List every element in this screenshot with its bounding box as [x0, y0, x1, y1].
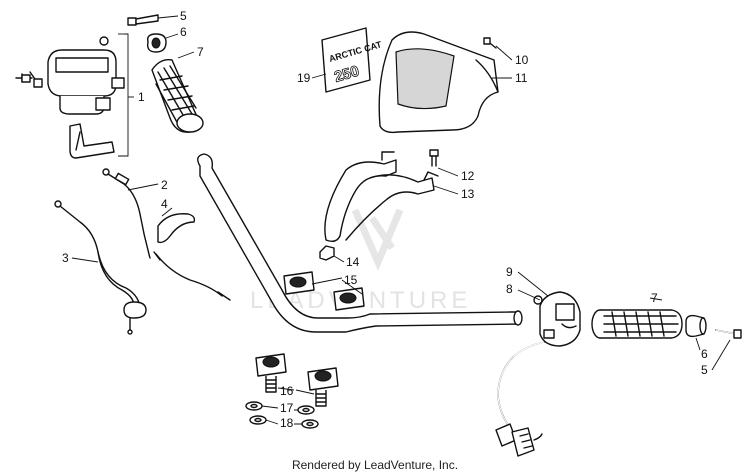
throttle-housing-assembly[interactable] [15, 36, 125, 159]
callout-6-left: 6 [180, 25, 187, 39]
upper-clamp-bottom[interactable] [333, 287, 365, 311]
switch-wiring-harness[interactable] [495, 341, 545, 457]
choke-cable[interactable] [54, 200, 147, 335]
handlebar-pad-cover[interactable] [378, 31, 499, 134]
cable-boot[interactable] [157, 213, 196, 244]
callout-3: 3 [62, 251, 69, 265]
handlebar[interactable] [197, 153, 523, 333]
riser-bracket[interactable] [324, 151, 439, 243]
callout-8: 8 [506, 282, 513, 296]
bracket-1-leader [118, 33, 134, 157]
callout-19: 19 [297, 71, 311, 85]
callout-13: 13 [461, 187, 475, 201]
riser-nut[interactable] [319, 245, 335, 261]
callout-12: 12 [461, 169, 475, 183]
callout-5-right: 5 [701, 363, 708, 377]
callout-7-right: 7 [651, 291, 658, 305]
switch-housing[interactable] [533, 291, 581, 347]
callout-16: 16 [280, 384, 294, 398]
callout-11: 11 [515, 71, 528, 85]
upper-clamp-top[interactable] [283, 271, 315, 295]
grip-end-cap-right[interactable] [685, 314, 707, 338]
pad-screw[interactable] [483, 37, 497, 49]
lower-clamp-right[interactable] [307, 367, 339, 407]
riser-bolt[interactable] [429, 149, 439, 167]
callout-17: 17 [280, 401, 294, 415]
throttle-cable[interactable] [102, 168, 231, 301]
callout-15: 15 [344, 273, 358, 287]
lower-clamp-left[interactable] [255, 353, 287, 393]
callout-6-right: 6 [701, 347, 708, 361]
callout-9: 9 [506, 265, 513, 279]
grip-end-screw-left[interactable] [127, 14, 159, 26]
hand-grip-left[interactable] [151, 59, 204, 133]
callout-4: 4 [161, 197, 168, 211]
model-decal[interactable]: ARCTIC CAT 250 [321, 27, 383, 93]
callout-14: 14 [346, 255, 360, 269]
callout-7-left: 7 [197, 45, 204, 59]
callout-5-left: 5 [180, 9, 187, 23]
callout-18: 18 [280, 416, 294, 430]
grip-end-screw-right[interactable] [715, 329, 742, 339]
callout-1: 1 [138, 90, 145, 104]
footer-credit: Rendered by LeadVenture, Inc. [291, 458, 459, 472]
hand-grip-right[interactable] [591, 309, 683, 339]
callout-10: 10 [515, 53, 529, 67]
callout-2: 2 [161, 178, 168, 192]
grip-end-cap-left[interactable] [146, 33, 167, 53]
